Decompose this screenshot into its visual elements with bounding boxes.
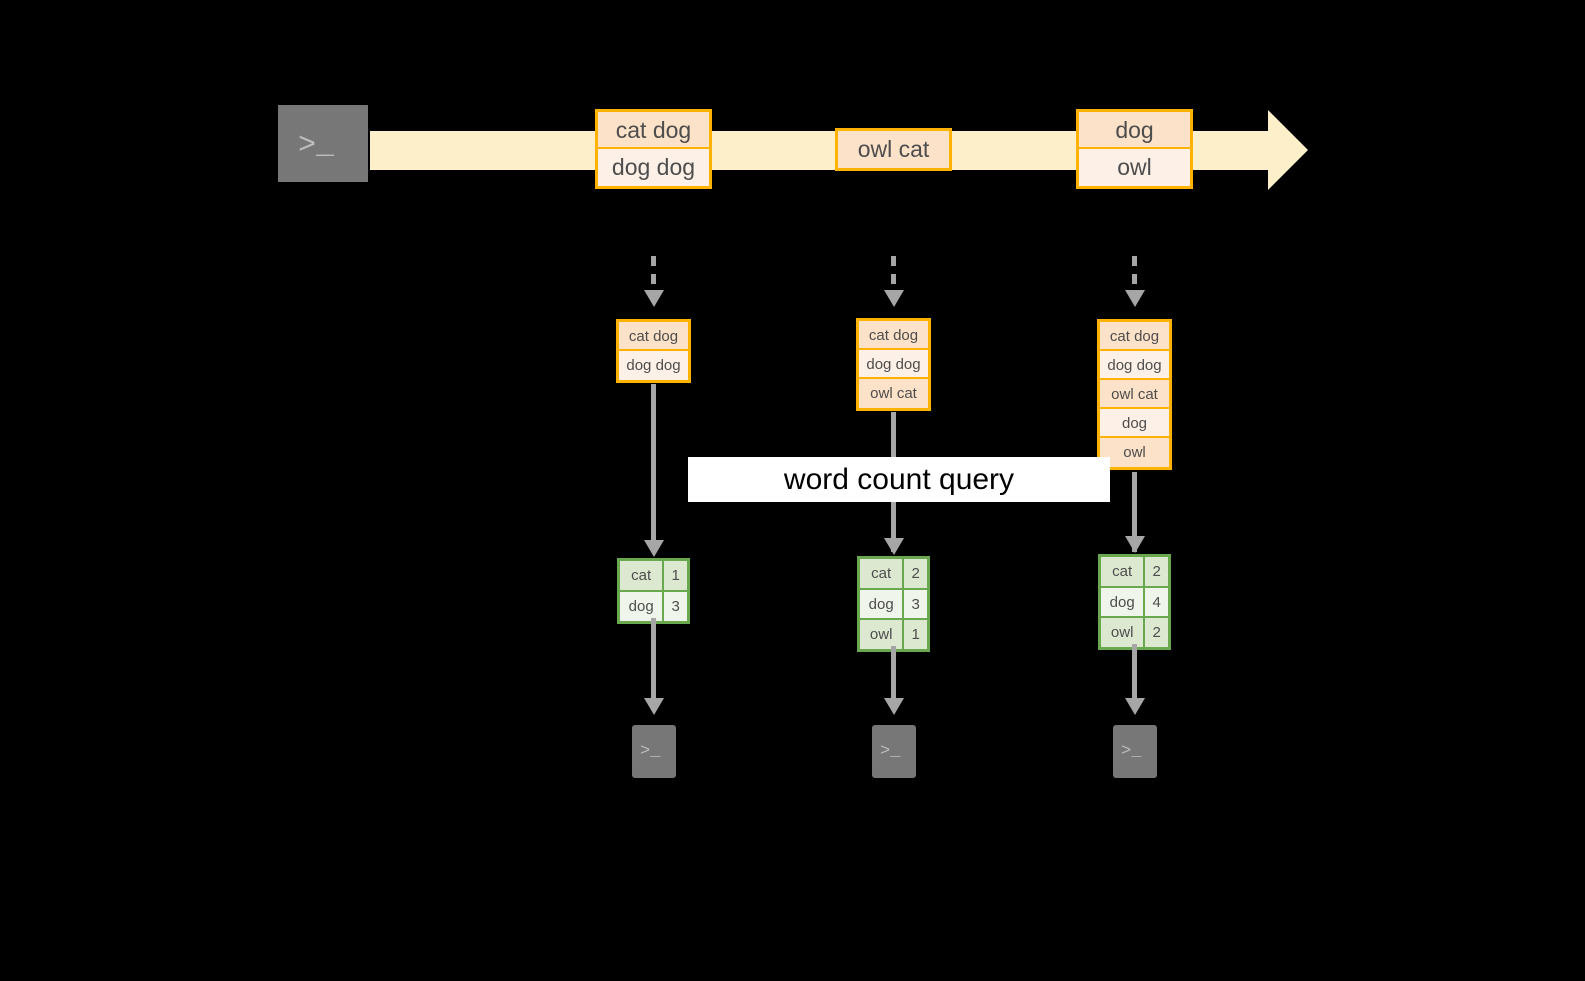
sink-terminal-icon-2: >_ bbox=[865, 718, 923, 785]
stream-batch-3-line-1: dog bbox=[1079, 112, 1190, 149]
result-table-1-count-2: 3 bbox=[662, 590, 687, 621]
trigger-arrowhead-3 bbox=[1125, 290, 1145, 307]
terminal-screen bbox=[632, 725, 676, 778]
terminal-prompt-glyph: >_ bbox=[1121, 742, 1142, 761]
sink-terminal-icon-3: >_ bbox=[1106, 718, 1164, 785]
table-row: owl 2 bbox=[1101, 616, 1168, 647]
result-table-3-word-3: owl bbox=[1101, 616, 1146, 647]
terminal-screen bbox=[872, 725, 916, 778]
sink-flow-arrowhead-2 bbox=[884, 698, 904, 715]
stream-timeline-arrowhead bbox=[1268, 110, 1308, 190]
trigger-dashed-line-1 bbox=[651, 256, 656, 292]
result-table-3-count-1: 2 bbox=[1143, 557, 1168, 588]
terminal-screen bbox=[1113, 725, 1157, 778]
result-table-1: cat 1 dog 3 bbox=[617, 558, 690, 624]
input-table-2-row-3: owl cat bbox=[859, 379, 928, 408]
sink-flow-line-3 bbox=[1132, 644, 1137, 706]
result-table-1-word-2: dog bbox=[620, 590, 665, 621]
stream-batch-2: owl cat bbox=[835, 128, 952, 171]
table-row: cat 1 bbox=[620, 561, 687, 592]
table-row: dog 4 bbox=[1101, 586, 1168, 618]
result-table-2: cat 2 dog 3 owl 1 bbox=[857, 556, 930, 652]
terminal-prompt-glyph: >_ bbox=[640, 742, 661, 761]
input-table-1-row-2: dog dog bbox=[619, 351, 688, 380]
trigger-dashed-line-2 bbox=[891, 256, 896, 292]
input-table-3-row-1: cat dog bbox=[1100, 322, 1169, 351]
trigger-arrowhead-1 bbox=[644, 290, 664, 307]
result-table-2-word-3: owl bbox=[860, 618, 905, 649]
input-table-3-row-4: dog bbox=[1100, 409, 1169, 438]
terminal-prompt-glyph: >_ bbox=[298, 129, 335, 163]
query-flow-arrowhead-1 bbox=[644, 540, 664, 557]
stream-batch-3: dog owl bbox=[1076, 109, 1193, 189]
query-flow-line-3 bbox=[1132, 472, 1137, 552]
result-table-2-count-3: 1 bbox=[902, 618, 927, 649]
sink-flow-line-2 bbox=[891, 646, 896, 706]
table-row: dog 3 bbox=[620, 590, 687, 621]
input-table-3-row-5: owl bbox=[1100, 438, 1169, 467]
result-table-1-count-1: 1 bbox=[662, 561, 687, 592]
query-label: word count query bbox=[688, 457, 1110, 502]
trigger-arrowhead-2 bbox=[884, 290, 904, 307]
result-table-2-word-1: cat bbox=[860, 559, 905, 590]
stream-batch-1: cat dog dog dog bbox=[595, 109, 712, 189]
sink-flow-line-1 bbox=[651, 618, 656, 706]
result-table-2-word-2: dog bbox=[860, 588, 905, 620]
result-table-3-count-2: 4 bbox=[1143, 586, 1168, 618]
table-row: owl 1 bbox=[860, 618, 927, 649]
input-table-3: cat dog dog dog owl cat dog owl bbox=[1097, 319, 1172, 470]
sink-flow-arrowhead-1 bbox=[644, 698, 664, 715]
input-table-2: cat dog dog dog owl cat bbox=[856, 318, 931, 411]
input-table-2-row-2: dog dog bbox=[859, 350, 928, 379]
stream-batch-1-line-2: dog dog bbox=[598, 149, 709, 186]
result-table-3-word-2: dog bbox=[1101, 586, 1146, 618]
stream-batch-1-line-1: cat dog bbox=[598, 112, 709, 149]
table-row: dog 3 bbox=[860, 588, 927, 620]
input-table-1: cat dog dog dog bbox=[616, 319, 691, 383]
sink-terminal-icon-1: >_ bbox=[625, 718, 683, 785]
result-table-2-count-1: 2 bbox=[902, 559, 927, 590]
table-row: cat 2 bbox=[1101, 557, 1168, 588]
stream-batch-3-line-2: owl bbox=[1079, 149, 1190, 186]
result-table-3-word-1: cat bbox=[1101, 557, 1146, 588]
result-table-2-count-2: 3 bbox=[902, 588, 927, 620]
source-terminal-icon: >_ bbox=[268, 95, 378, 192]
sink-flow-arrowhead-3 bbox=[1125, 698, 1145, 715]
input-table-2-row-1: cat dog bbox=[859, 321, 928, 350]
input-table-3-row-2: dog dog bbox=[1100, 351, 1169, 380]
result-table-1-word-1: cat bbox=[620, 561, 665, 592]
trigger-dashed-line-3 bbox=[1132, 256, 1137, 292]
input-table-3-row-3: owl cat bbox=[1100, 380, 1169, 409]
query-flow-line-1 bbox=[651, 384, 656, 552]
result-table-3-count-3: 2 bbox=[1143, 616, 1168, 647]
stream-batch-2-line-1: owl cat bbox=[838, 131, 949, 168]
query-flow-arrowhead-2 bbox=[884, 538, 904, 555]
result-table-3: cat 2 dog 4 owl 2 bbox=[1098, 554, 1171, 650]
input-table-1-row-1: cat dog bbox=[619, 322, 688, 351]
table-row: cat 2 bbox=[860, 559, 927, 590]
query-flow-arrowhead-3 bbox=[1125, 536, 1145, 553]
terminal-prompt-glyph: >_ bbox=[880, 742, 901, 761]
terminal-screen bbox=[278, 105, 368, 182]
